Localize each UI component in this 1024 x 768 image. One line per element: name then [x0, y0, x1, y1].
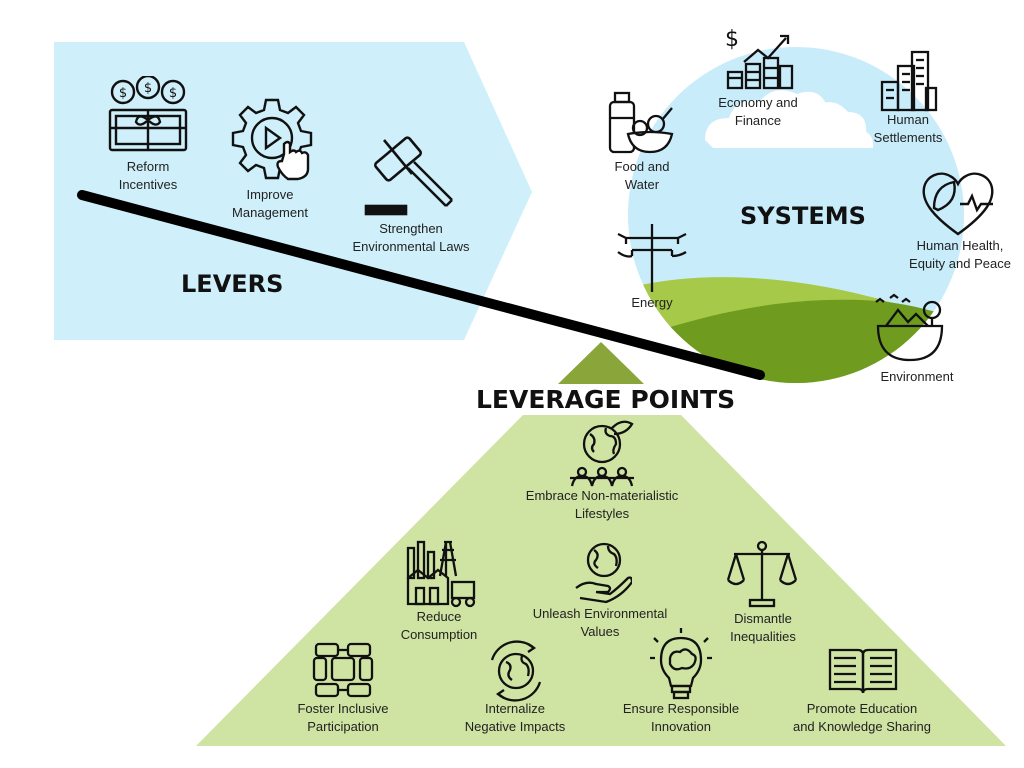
leverage-pyramid [196, 415, 1006, 746]
open-book-icon [828, 648, 898, 694]
hand-globe-icon [575, 542, 632, 604]
lever-bar [77, 190, 765, 380]
buildings-icon [880, 50, 938, 112]
gavel-icon [364, 136, 453, 216]
svg-text:$: $ [119, 86, 127, 101]
system-label-environment: Environment [880, 369, 954, 384]
fulcrum-triangle [558, 342, 644, 384]
landscape-bowl-icon [875, 293, 944, 362]
finance-growth-icon: $ [725, 27, 794, 90]
hands-puzzle-icon [312, 642, 374, 698]
leverage-points-title: LEVERAGE POINTS [476, 385, 736, 414]
scales-icon [726, 540, 798, 608]
industry-icon [406, 540, 476, 608]
power-pole-icon [617, 224, 687, 292]
lightbulb-brain-icon [650, 628, 712, 700]
heart-leaf-icon [922, 172, 994, 236]
money-incentive-icon: $ $ $ [108, 76, 188, 152]
system-label-human-health: Human Health,Equity and Peace [909, 238, 1011, 271]
globe-cycle-icon [490, 640, 542, 702]
gear-play-icon [231, 98, 313, 181]
food-water-icon [608, 91, 674, 154]
globe-people-icon [570, 420, 634, 487]
svg-text:$: $ [144, 81, 152, 96]
levers-title: LEVERS [181, 270, 284, 298]
svg-text:$: $ [169, 86, 177, 101]
systems-title: SYSTEMS [740, 202, 866, 230]
system-label-energy: Energy [631, 295, 673, 310]
svg-text:$: $ [725, 27, 739, 52]
